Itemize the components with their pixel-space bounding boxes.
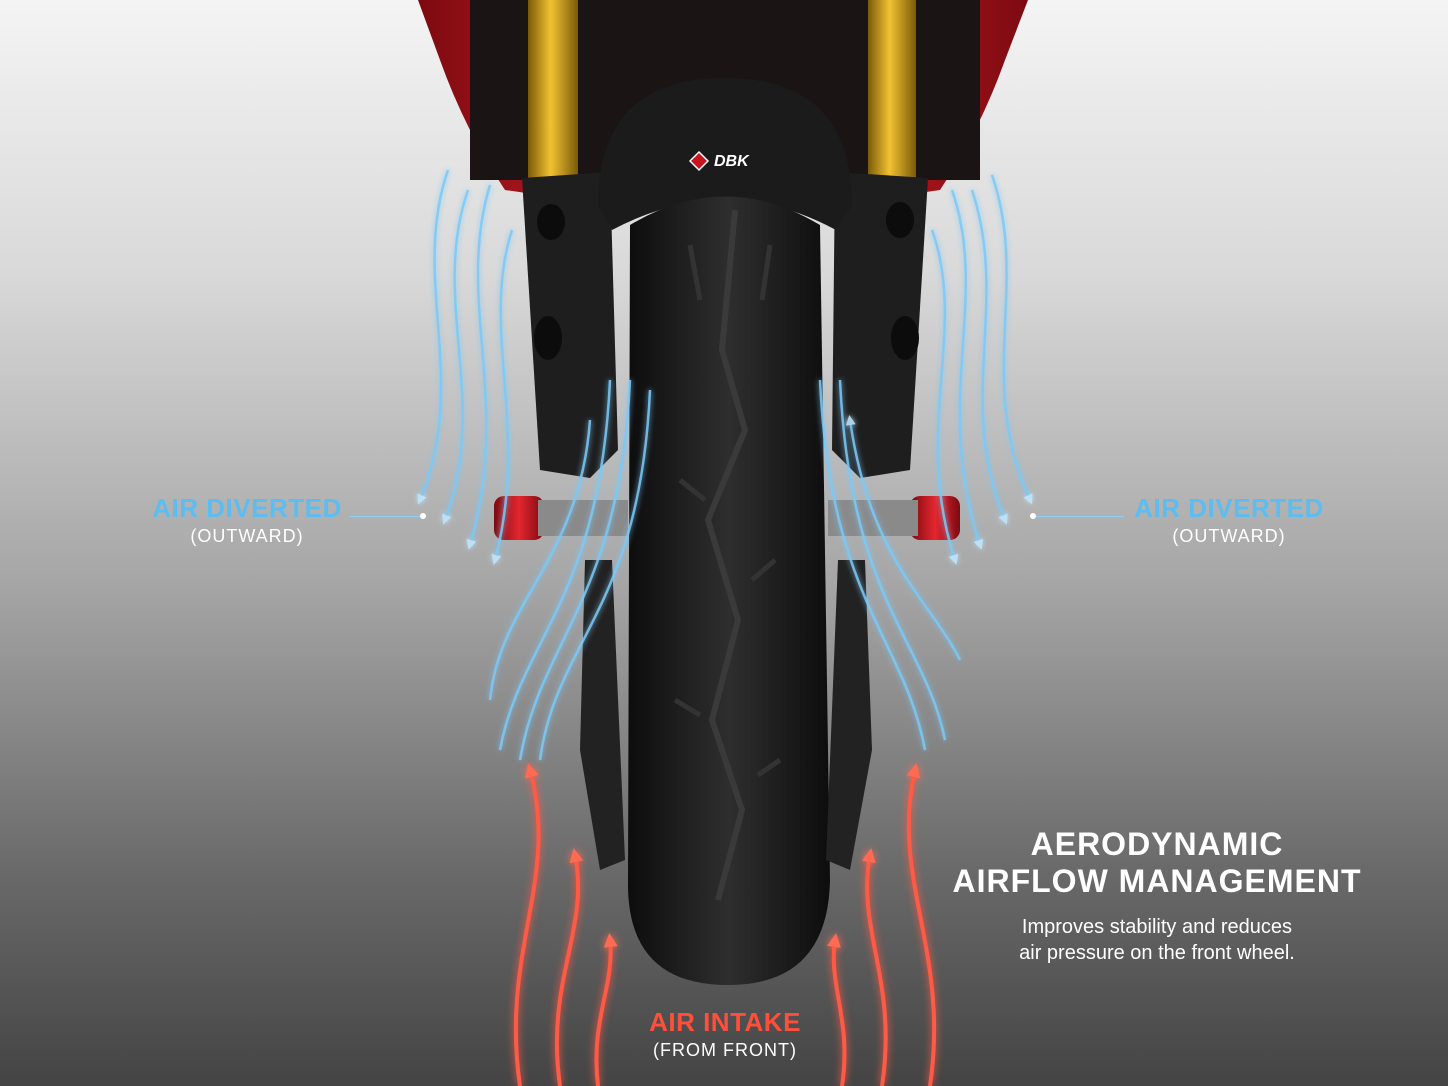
fork-guard-right xyxy=(826,560,872,870)
intake-air-left xyxy=(513,763,618,1086)
label-title: AIR DIVERTED xyxy=(152,493,342,523)
label-title: AIR INTAKE xyxy=(649,1007,801,1037)
label-title: AIR DIVERTED xyxy=(1134,493,1324,523)
label-air-diverted-right: AIR DIVERTED (OUTWARD) xyxy=(1130,493,1328,547)
axle-slider-left xyxy=(494,496,544,540)
fender-right xyxy=(832,172,928,478)
fender-left xyxy=(522,172,618,478)
intake-air-right xyxy=(827,763,937,1086)
brand-logo: DBK xyxy=(688,150,750,172)
connector-dot-left xyxy=(420,513,426,519)
front-fender xyxy=(598,78,852,230)
label-air-intake: AIR INTAKE (FROM FRONT) xyxy=(620,1007,830,1061)
brand-logo-text: DBK xyxy=(714,153,750,170)
connector-right xyxy=(1036,516,1124,517)
diverted-air-left xyxy=(417,169,652,761)
diverted-air-right xyxy=(818,174,1033,751)
headline-line-1: AERODYNAMIC xyxy=(1030,826,1284,862)
label-subtitle: (FROM FRONT) xyxy=(653,1040,797,1060)
label-subtitle: (OUTWARD) xyxy=(190,526,304,546)
fork-left xyxy=(528,0,578,190)
headline-block: AERODYNAMIC AIRFLOW MANAGEMENT Improves … xyxy=(940,826,1374,966)
connector-left xyxy=(350,516,422,517)
fork-guard-left xyxy=(580,560,625,870)
description-line-2: air pressure on the front wheel. xyxy=(1019,942,1295,964)
fork-right xyxy=(868,0,916,190)
label-subtitle: (OUTWARD) xyxy=(1172,526,1286,546)
headline-line-2: AIRFLOW MANAGEMENT xyxy=(952,863,1362,899)
description-line-1: Improves stability and reduces xyxy=(1021,916,1293,938)
label-air-diverted-left: AIR DIVERTED (OUTWARD) xyxy=(150,493,344,547)
connector-dot-right xyxy=(1030,513,1036,519)
